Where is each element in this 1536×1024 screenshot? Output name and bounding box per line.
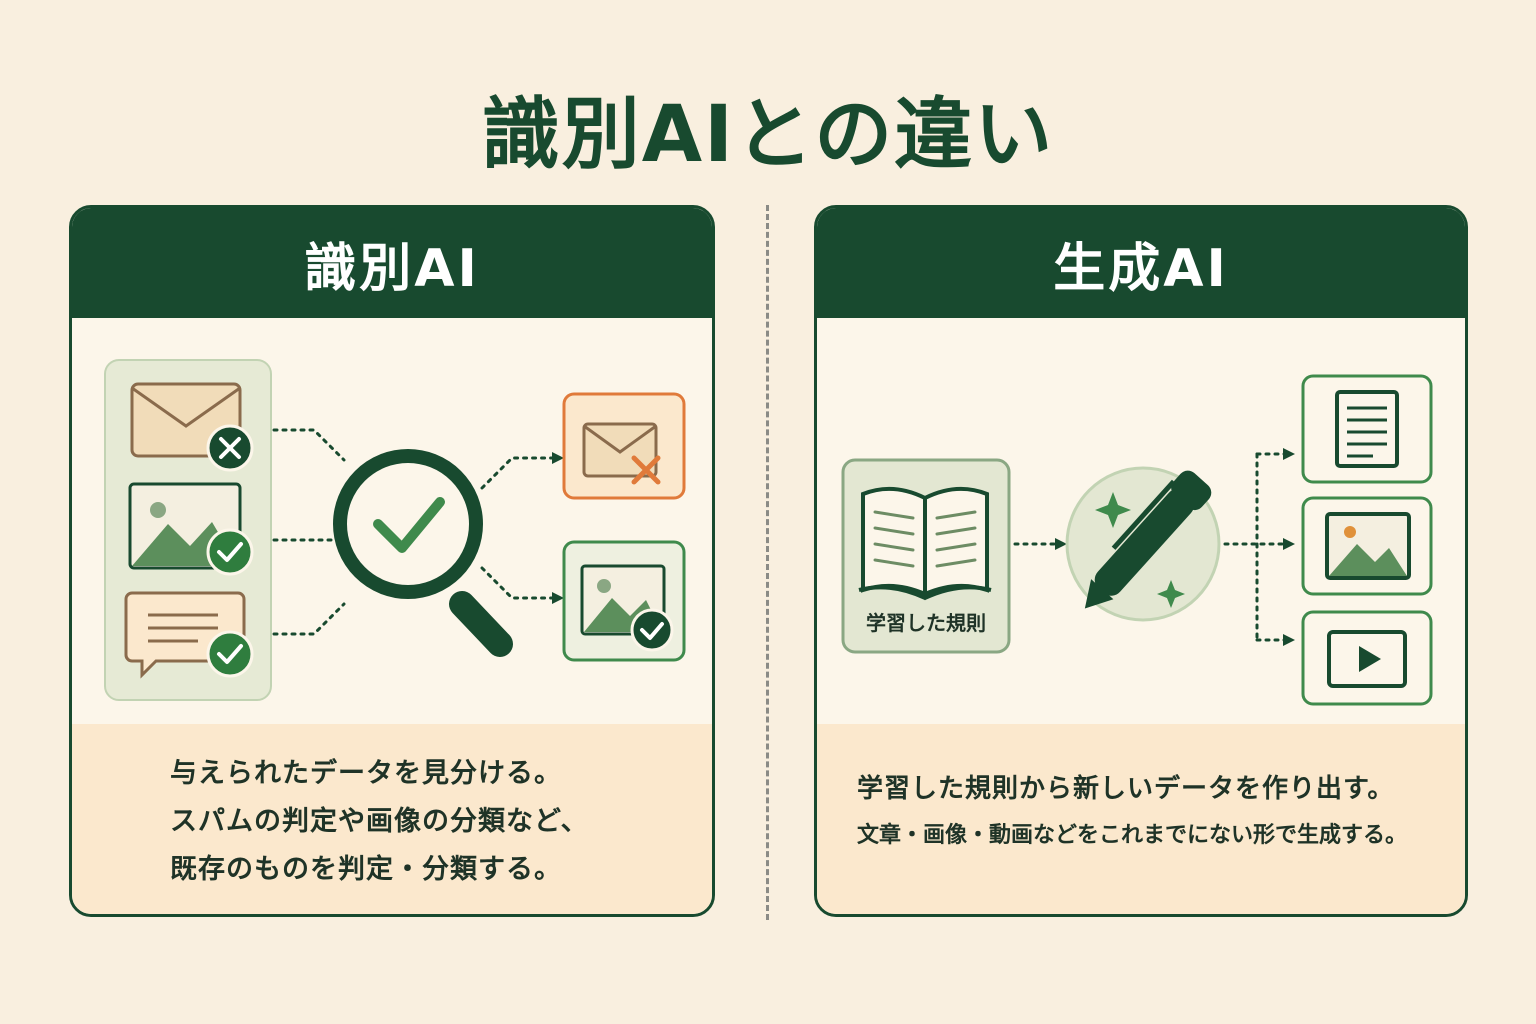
magnifier-check-icon xyxy=(333,449,513,657)
image-icon xyxy=(1301,496,1433,596)
generative-ai-illustration: 学習した規則 xyxy=(817,318,1465,728)
input-connectors xyxy=(272,428,554,636)
discriminative-ai-panel: 識別AI xyxy=(69,205,715,917)
generative-ai-header: 生成AI xyxy=(817,208,1465,318)
discriminative-diagram xyxy=(104,359,686,701)
book-label: 学習した規則 xyxy=(866,611,986,635)
description-line: スパムの判定や画像の分類など、 xyxy=(170,806,589,837)
output-connectors xyxy=(1223,452,1287,642)
page-title: 識別AIとの違い xyxy=(481,90,1055,180)
book-icon xyxy=(841,458,1011,654)
document-icon xyxy=(1301,374,1433,484)
check-badge-icon xyxy=(206,630,254,678)
center-divider xyxy=(766,205,769,920)
description-line: 学習した規則から新しいデータを作り出す。 xyxy=(857,774,1395,804)
discriminative-ai-illustration xyxy=(72,318,712,728)
pen-sparkle-icon xyxy=(1065,466,1221,622)
reject-badge-icon xyxy=(206,424,254,472)
spam-mail-icon xyxy=(562,392,686,500)
video-icon xyxy=(1301,610,1433,706)
discriminative-ai-header: 識別AI xyxy=(72,208,712,318)
description-line: 文章・画像・動画などをこれまでにない形で生成する。 xyxy=(857,823,1408,848)
description-line: 既存のものを判定・分類する。 xyxy=(170,854,562,885)
classified-image-icon xyxy=(562,540,686,662)
generative-ai-panel: 生成AI 学習した規則 xyxy=(814,205,1468,917)
discriminative-ai-description: 与えられたデータを見分ける。 スパムの判定や画像の分類など、 既存のものを判定・… xyxy=(72,724,712,914)
generative-ai-description: 学習した規則から新しいデータを作り出す。 文章・画像・動画などをこれまでにない形… xyxy=(817,724,1465,914)
generative-diagram: 学習した規則 xyxy=(841,374,1433,706)
check-badge-icon xyxy=(206,528,254,576)
description-line: 与えられたデータを見分ける。 xyxy=(170,758,562,789)
